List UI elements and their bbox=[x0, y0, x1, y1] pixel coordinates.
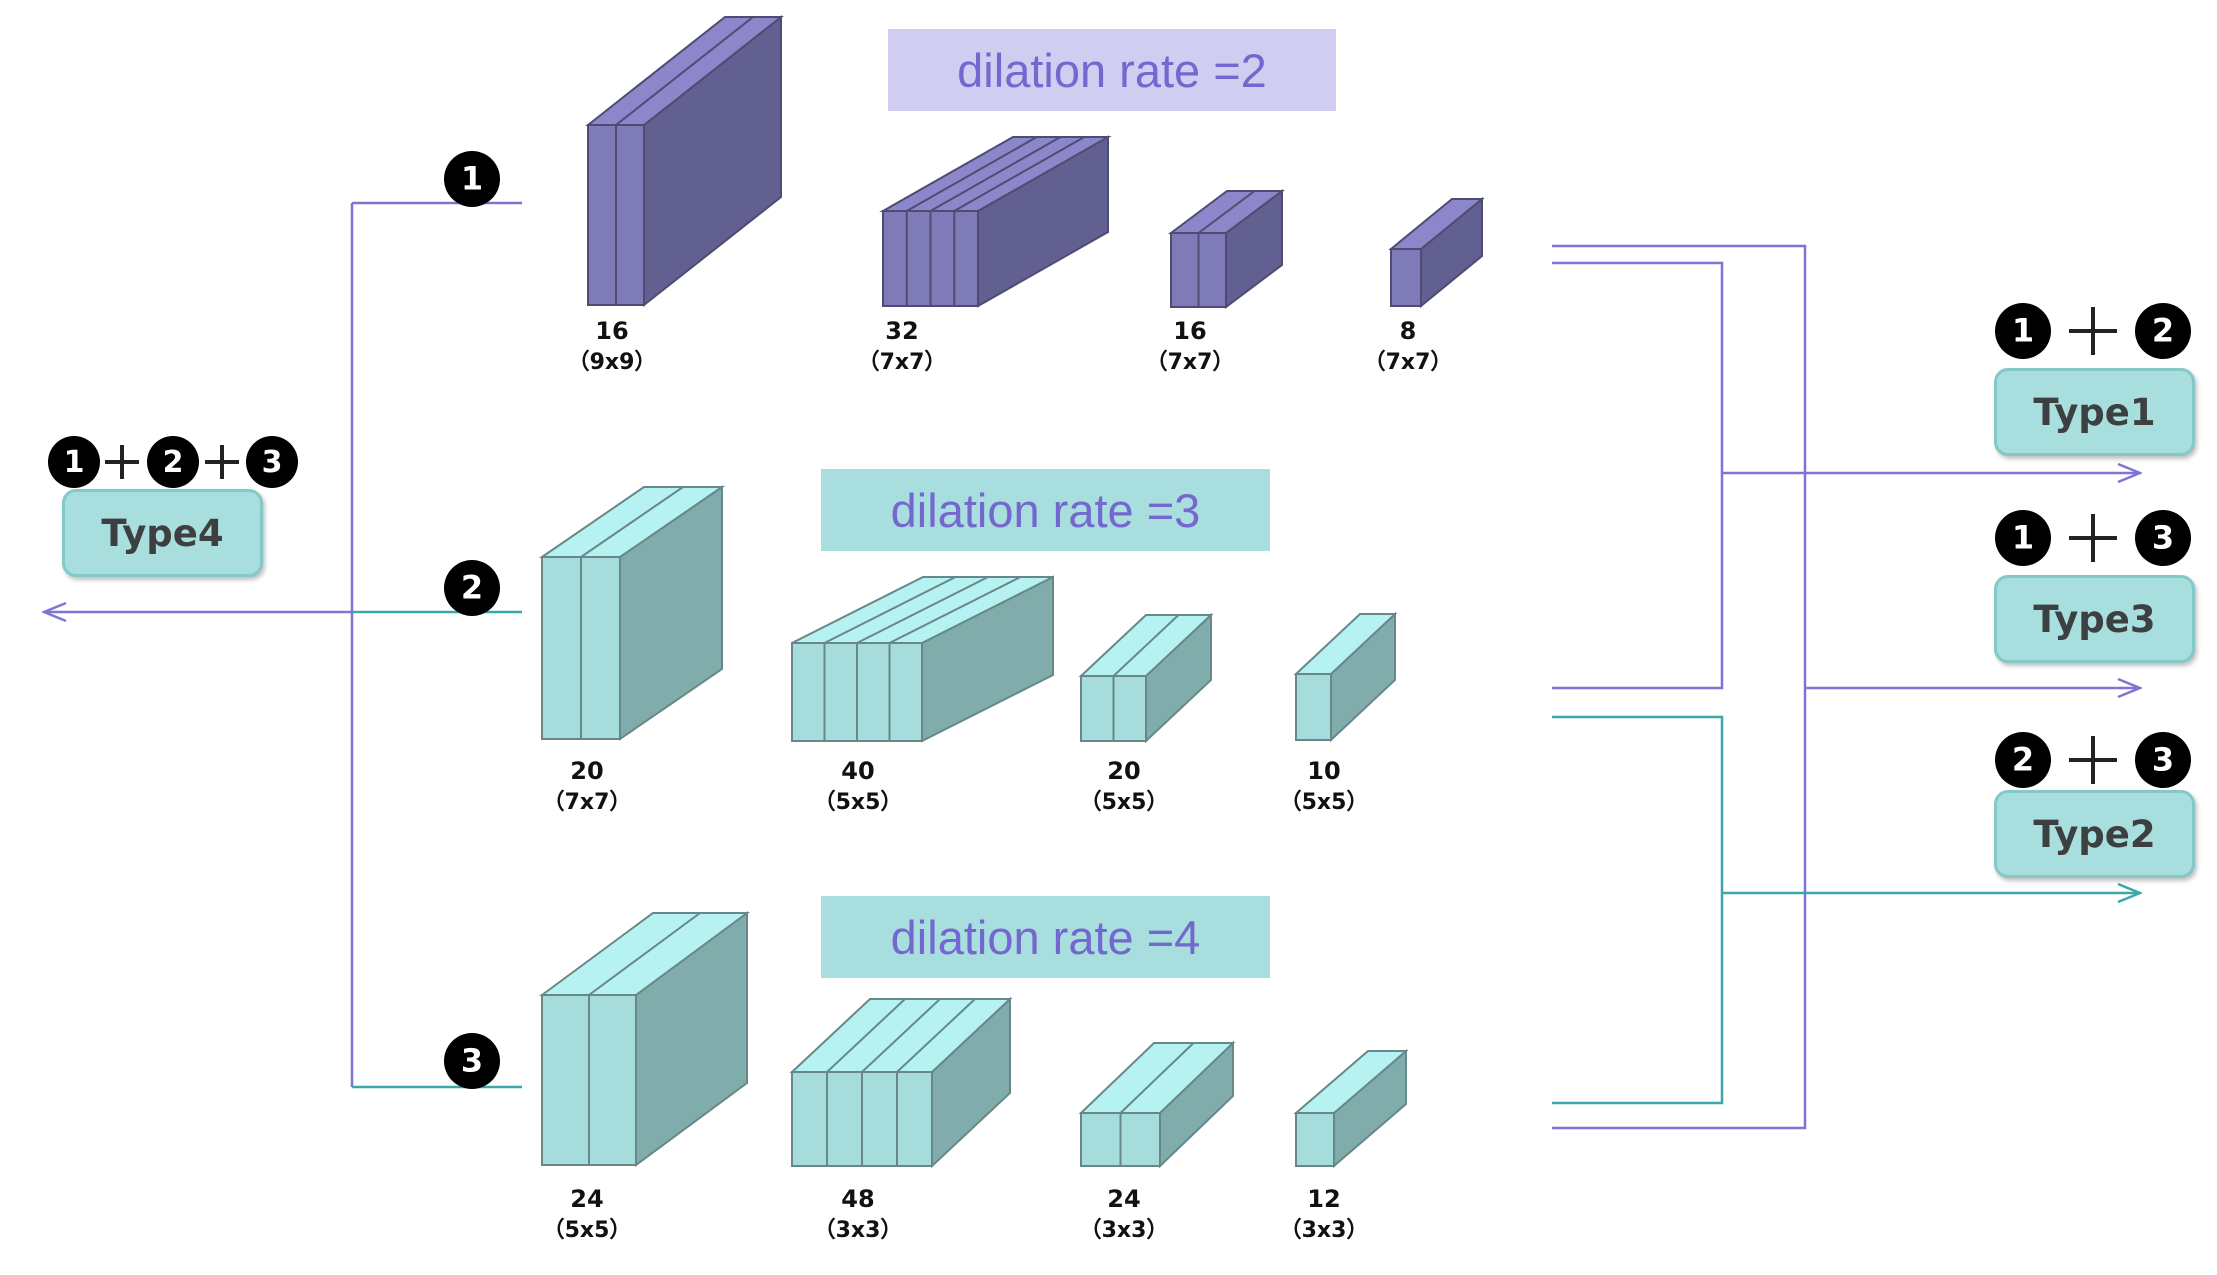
dilation-rate-label-branch-3: dilation rate =4 bbox=[821, 896, 1270, 978]
svg-text:2: 2 bbox=[163, 445, 184, 480]
output-type2-box: Type2 bbox=[1994, 790, 2195, 878]
svg-text:1: 1 bbox=[2012, 519, 2034, 557]
layer-label-b1-l1: 16（9x9） bbox=[567, 317, 657, 375]
layer-label-b1-l4: 8（7x7） bbox=[1363, 317, 1453, 375]
layer-block-b1-l4 bbox=[1388, 196, 1485, 309]
layer-label-b1-l3: 16（7x7） bbox=[1145, 317, 1235, 375]
type3-combo-badge-1: 1 bbox=[1995, 510, 2051, 566]
svg-text:3: 3 bbox=[461, 1042, 483, 1080]
svg-text:1: 1 bbox=[2012, 312, 2034, 350]
dilation-rate-label-branch-2: dilation rate =3 bbox=[821, 469, 1270, 551]
type3-combo-badge-2: 3 bbox=[2135, 510, 2191, 566]
branch-3-number-badge: 3 bbox=[444, 1033, 500, 1089]
svg-text:1: 1 bbox=[461, 160, 483, 198]
branch-1-number-badge: 1 bbox=[444, 151, 500, 207]
layer-block-b2-l3 bbox=[1078, 612, 1214, 744]
svg-text:2: 2 bbox=[461, 569, 483, 607]
type4-combo-badge-3: 3 bbox=[246, 436, 298, 488]
layer-label-b1-l2: 32（7x7） bbox=[857, 317, 947, 375]
layer-block-b2-l4 bbox=[1293, 611, 1398, 743]
output-type3-box: Type3 bbox=[1994, 575, 2195, 663]
layer-block-b2-l2 bbox=[791, 575, 1054, 743]
type1-combo-badge-2: 2 bbox=[2135, 303, 2191, 359]
layer-label-b2-l4: 10（5x5） bbox=[1279, 757, 1369, 815]
svg-text:3: 3 bbox=[2152, 519, 2174, 557]
svg-text:3: 3 bbox=[2152, 741, 2174, 779]
layer-label-b3-l3: 24（3x3） bbox=[1079, 1185, 1169, 1243]
output-type4-box: Type4 bbox=[62, 489, 263, 577]
svg-text:1: 1 bbox=[64, 445, 85, 480]
layer-label-b2-l2: 40（5x5） bbox=[813, 757, 903, 815]
layer-block-b3-l1 bbox=[538, 911, 751, 1167]
branch-2-number-badge: 2 bbox=[444, 560, 500, 616]
output-type1-box: Type1 bbox=[1994, 368, 2195, 456]
svg-text:3: 3 bbox=[262, 445, 283, 480]
merge-1-2-line bbox=[1552, 261, 1724, 690]
svg-text:2: 2 bbox=[2152, 312, 2174, 350]
svg-text:2: 2 bbox=[2012, 741, 2034, 779]
type1-combo-plus bbox=[2069, 307, 2117, 355]
layer-block-b3-l2 bbox=[789, 996, 1013, 1169]
layer-block-b1-l2 bbox=[879, 135, 1112, 308]
merge-2-3-line bbox=[1552, 715, 1724, 1105]
type4-combo-plus-1 bbox=[105, 445, 139, 479]
layer-label-b3-l1: 24（5x5） bbox=[542, 1185, 632, 1243]
type2-combo-badge-2: 3 bbox=[2135, 732, 2191, 788]
type2-combo-badge-1: 2 bbox=[1995, 732, 2051, 788]
layer-block-b3-l3 bbox=[1078, 1040, 1236, 1169]
type4-combo-badge-2: 2 bbox=[147, 436, 199, 488]
type1-combo-badge-1: 1 bbox=[1995, 303, 2051, 359]
layer-block-b1-l1 bbox=[585, 14, 784, 308]
type3-combo-plus bbox=[2069, 514, 2117, 562]
dilation-rate-label-branch-1: dilation rate =2 bbox=[888, 29, 1336, 111]
type4-combo-plus-2 bbox=[205, 445, 239, 479]
layer-label-b3-l4: 12（3x3） bbox=[1279, 1185, 1369, 1243]
layer-label-b2-l3: 20（5x5） bbox=[1079, 757, 1169, 815]
type2-combo-plus bbox=[2069, 736, 2117, 784]
layer-block-b3-l4 bbox=[1293, 1048, 1409, 1169]
layer-label-b2-l1: 20（7x7） bbox=[542, 757, 632, 815]
layer-label-b3-l2: 48（3x3） bbox=[813, 1185, 903, 1243]
layer-block-b2-l1 bbox=[538, 485, 726, 741]
layer-block-b1-l3 bbox=[1168, 189, 1285, 309]
type4-combo-badge-1: 1 bbox=[48, 436, 100, 488]
